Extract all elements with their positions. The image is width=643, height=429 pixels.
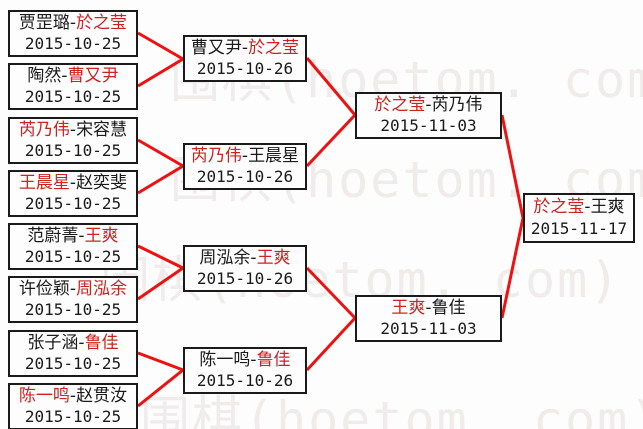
player-name: 周泓余: [199, 247, 251, 268]
vs-dash: -: [61, 65, 68, 86]
match-box-sf-2[interactable]: 王爽-鲁佳 2015-11-03: [355, 295, 502, 342]
match-date: 2015-10-25: [24, 141, 122, 161]
vs-dash: -: [69, 119, 77, 140]
player-name: 芮乃伟: [190, 145, 242, 166]
player-name: 王晨星: [18, 172, 70, 193]
vs-dash: -: [69, 172, 77, 193]
match-date: 2015-10-25: [24, 354, 122, 374]
match-players: 芮乃伟-王晨星: [191, 146, 299, 167]
player-name: 於之莹: [76, 12, 128, 33]
vs-dash: -: [78, 225, 85, 246]
player-name: 於之莹: [374, 94, 426, 115]
match-date: 2015-10-26: [196, 167, 294, 187]
player-name: 张子涵: [27, 332, 79, 353]
player-name: 於之莹: [533, 197, 585, 218]
player-name: 鲁佳: [84, 332, 119, 353]
match-players: 陶然-曹又尹: [27, 66, 118, 87]
vs-dash: -: [241, 37, 249, 58]
vs-dash: -: [78, 332, 85, 353]
match-box-qf-4[interactable]: 陈一鸣-鲁佳 2015-10-26: [183, 347, 307, 394]
match-players: 王爽-鲁佳: [391, 298, 465, 319]
player-name: 陈一鸣: [18, 385, 70, 406]
player-name: 曹又尹: [67, 65, 119, 86]
vs-dash: -: [425, 297, 432, 318]
match-date: 2015-10-25: [24, 34, 122, 54]
connector-line: [137, 244, 186, 301]
player-name: 赵贯汝: [76, 385, 128, 406]
match-box-r16-4[interactable]: 王晨星-赵奕斐 2015-10-25: [8, 170, 138, 217]
connector-line: [500, 114, 525, 319]
connector-line: [305, 266, 358, 372]
connector-line: [137, 31, 186, 88]
match-players: 贾罡璐-於之莹: [19, 13, 127, 34]
match-date: 2015-11-03: [380, 116, 477, 136]
match-players: 周泓余-王爽: [199, 248, 290, 269]
player-name: 鲁佳: [256, 349, 291, 370]
match-players: 於之莹-芮乃伟: [374, 95, 482, 116]
match-date: 2015-10-25: [24, 194, 122, 214]
match-box-qf-3[interactable]: 周泓余-王爽 2015-10-26: [183, 245, 307, 292]
player-name: 王爽: [590, 197, 625, 218]
match-players: 张子涵-鲁佳: [27, 333, 118, 354]
player-name: 王爽: [84, 225, 119, 246]
match-date: 2015-10-26: [196, 371, 294, 391]
match-box-qf-1[interactable]: 曹又尹-於之莹 2015-10-26: [183, 35, 307, 82]
match-box-r16-7[interactable]: 张子涵-鲁佳 2015-10-25: [8, 330, 138, 377]
vs-dash: -: [241, 145, 249, 166]
player-name: 芮乃伟: [18, 119, 70, 140]
connector-line: [137, 351, 186, 408]
player-name: 许俭颖: [18, 278, 70, 299]
vs-dash: -: [584, 197, 591, 218]
player-name: 芮乃伟: [431, 94, 483, 115]
match-players: 芮乃伟-宋容慧: [19, 120, 127, 141]
match-players: 王晨星-赵奕斐: [19, 173, 127, 194]
connector-line: [305, 57, 358, 168]
match-players: 许俭颖-周泓余: [19, 279, 127, 300]
match-date: 2015-10-25: [24, 407, 122, 427]
match-date: 2015-10-25: [24, 300, 122, 320]
vs-dash: -: [250, 349, 257, 370]
match-box-qf-2[interactable]: 芮乃伟-王晨星 2015-10-26: [183, 143, 307, 190]
vs-dash: -: [69, 12, 77, 33]
match-date: 2015-11-03: [380, 319, 477, 339]
match-box-r16-8[interactable]: 陈一鸣-赵贯汝 2015-10-25: [8, 383, 138, 429]
vs-dash: -: [69, 385, 77, 406]
player-name: 陶然: [27, 65, 62, 86]
match-date: 2015-10-26: [196, 59, 294, 79]
match-box-sf-1[interactable]: 於之莹-芮乃伟 2015-11-03: [355, 92, 502, 139]
match-date: 2015-10-25: [24, 87, 122, 107]
match-players: 陈一鸣-鲁佳: [199, 350, 290, 371]
match-players: 於之莹-王爽: [533, 197, 624, 218]
connector-line: [137, 138, 186, 195]
player-name: 曹又尹: [190, 37, 242, 58]
player-name: 贾罡璐: [18, 12, 70, 33]
match-players: 曹又尹-於之莹: [191, 38, 299, 59]
match-date: 2015-10-26: [196, 269, 294, 289]
match-box-final[interactable]: 於之莹-王爽 2015-11-17: [523, 193, 635, 243]
player-name: 於之莹: [248, 37, 300, 58]
vs-dash: -: [69, 278, 77, 299]
match-box-r16-1[interactable]: 贾罡璐-於之莹 2015-10-25: [8, 10, 138, 57]
match-date: 2015-11-17: [530, 218, 628, 238]
match-box-r16-3[interactable]: 芮乃伟-宋容慧 2015-10-25: [8, 117, 138, 164]
player-name: 宋容慧: [76, 119, 128, 140]
match-date: 2015-10-25: [24, 247, 122, 267]
match-players: 陈一鸣-赵贯汝: [19, 386, 127, 407]
match-box-r16-5[interactable]: 范蔚菁-王爽 2015-10-25: [8, 223, 138, 270]
player-name: 王爽: [256, 247, 291, 268]
player-name: 周泓余: [76, 278, 128, 299]
match-box-r16-2[interactable]: 陶然-曹又尹 2015-10-25: [8, 63, 138, 110]
player-name: 鲁佳: [431, 297, 466, 318]
player-name: 范蔚菁: [27, 225, 79, 246]
match-players: 范蔚菁-王爽: [27, 226, 118, 247]
watermark-text: 围棋(hoetom. com): [140, 391, 643, 429]
player-name: 陈一鸣: [199, 349, 251, 370]
player-name: 王晨星: [248, 145, 300, 166]
match-box-r16-6[interactable]: 许俭颖-周泓余 2015-10-25: [8, 276, 138, 323]
player-name: 王爽: [391, 297, 426, 318]
player-name: 赵奕斐: [76, 172, 128, 193]
vs-dash: -: [250, 247, 257, 268]
vs-dash: -: [425, 94, 432, 115]
